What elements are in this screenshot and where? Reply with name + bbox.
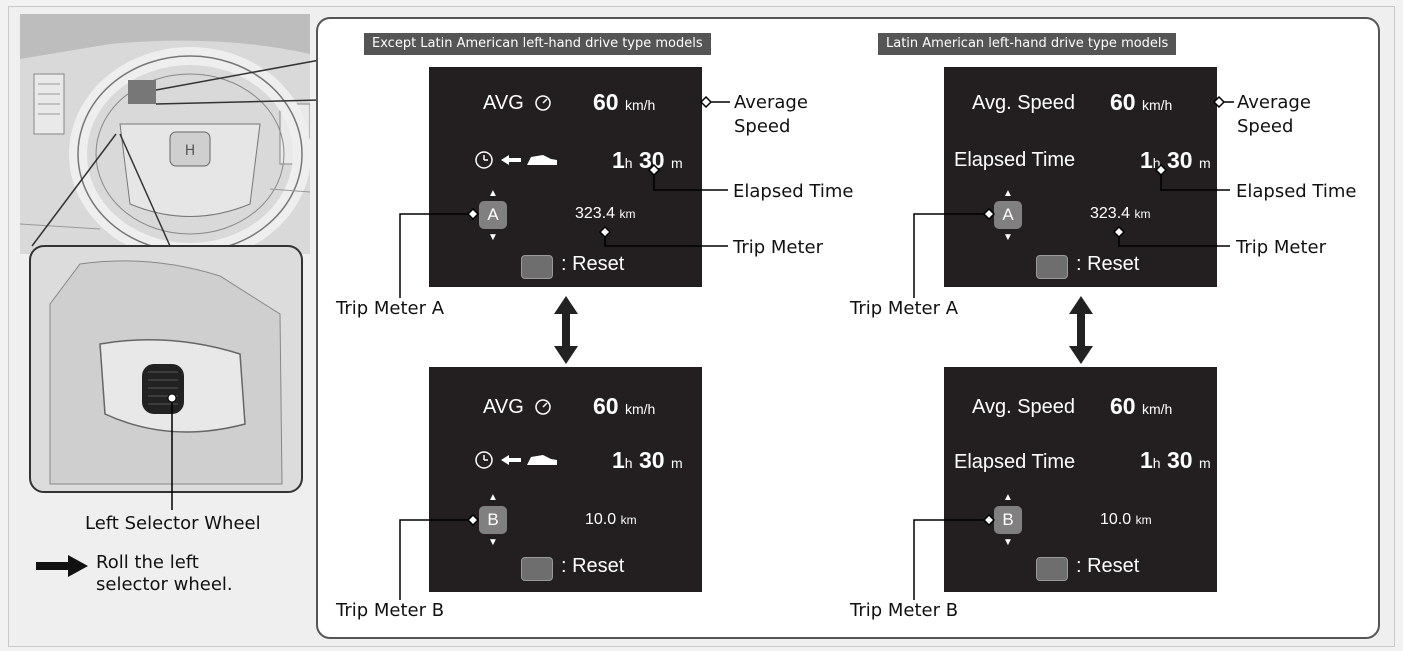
callout-average-speed-line1: Average [1237,92,1311,114]
callout-elapsed-time: Elapsed Time [733,181,853,203]
callout-trip-meter-b: Trip Meter B [850,600,958,622]
callout-trip-meter-a: Trip Meter A [850,298,958,320]
callout-trip-meter-b: Trip Meter B [336,600,444,622]
callout-average-speed-line2: Speed [734,116,790,138]
callout-trip-meter: Trip Meter [733,237,823,259]
callout-average-speed-line2: Speed [1237,116,1293,138]
callout-average-speed-line1: Average [734,92,808,114]
callout-trip-meter: Trip Meter [1236,237,1326,259]
callout-trip-meter-a: Trip Meter A [336,298,444,320]
callout-elapsed-time: Elapsed Time [1236,181,1356,203]
